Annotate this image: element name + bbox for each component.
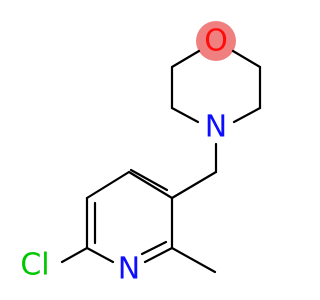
- molecule-canvas: O N N Cl: [20, 21, 262, 287]
- bond-n-c2py-inner: [140, 240, 168, 256]
- bond-c2py-methyl: [170, 246, 217, 274]
- bond-c6py-n: [85, 246, 115, 264]
- bond-c3py-c4py: [127, 170, 174, 200]
- bond-n-c3: [232, 106, 262, 124]
- chlorine-atom-label: Cl: [20, 248, 49, 283]
- bond-c4-o: [231, 49, 262, 69]
- structure-diagram: O N N Cl: [20, 21, 262, 287]
- pyridine-nitrogen-label: N: [118, 252, 140, 287]
- bond-c3py-c4py-inner: [129, 168, 169, 192]
- morpholine-nitrogen-label: N: [205, 110, 227, 145]
- bond-c2-n: [170, 106, 200, 124]
- bond-c6py-cl: [60, 246, 89, 264]
- oxygen-atom-label: O: [204, 24, 228, 59]
- oxygen-highlight: [196, 21, 236, 61]
- bond-n-c2py: [143, 246, 174, 264]
- bond-ch2-ring: [170, 170, 218, 200]
- bond-c4py-c5py: [85, 170, 131, 200]
- bond-o-c1: [170, 49, 201, 69]
